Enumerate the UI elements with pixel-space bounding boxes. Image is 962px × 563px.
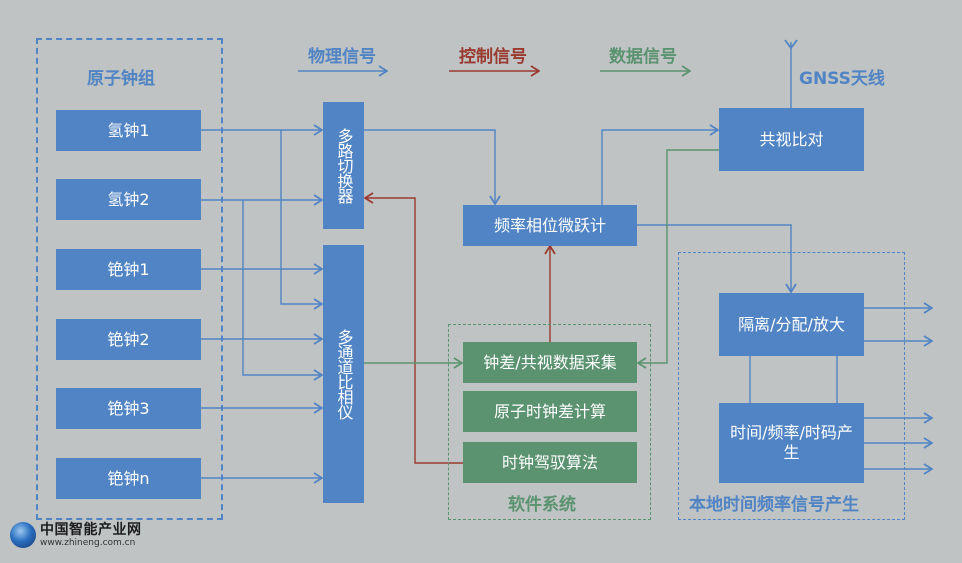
wire-commonview-acq	[638, 149, 719, 363]
phase-comparator[interactable]: 多通道比相仪	[323, 245, 364, 503]
clock-cesium-3[interactable]: 铯钟3	[56, 388, 201, 429]
clock-hydrogen-1[interactable]: 氢钟1	[56, 110, 201, 151]
wire-h1-comp	[280, 130, 322, 304]
globe-icon	[10, 522, 36, 548]
isolation-distribution-amplifier[interactable]: 隔离/分配/放大	[719, 293, 864, 356]
common-view-comparison[interactable]: 共视比对	[719, 108, 864, 171]
phase-comparator-label: 多通道比相仪	[334, 329, 354, 419]
wire-switch-stepper	[364, 129, 495, 204]
clock-group-frame	[36, 38, 223, 520]
clock-group-title: 原子钟组	[87, 69, 155, 89]
software-frame	[448, 324, 651, 520]
wire-steering-switch	[365, 198, 463, 464]
local-generation-frame	[678, 252, 905, 520]
local-generation-title: 本地时间频率信号产生	[689, 495, 859, 515]
wire-h2-comp	[242, 200, 322, 375]
antenna-label: GNSS天线	[799, 69, 885, 89]
clock-hydrogen-2[interactable]: 氢钟2	[56, 179, 201, 220]
module-clock-difference[interactable]: 原子时钟差计算	[463, 391, 637, 432]
legend-data-label: 数据信号	[609, 47, 677, 67]
wire-stepper-dist	[637, 224, 791, 292]
clock-cesium-1[interactable]: 铯钟1	[56, 249, 201, 290]
software-title: 软件系统	[508, 495, 576, 515]
legend-physical-label: 物理信号	[308, 47, 376, 67]
time-frequency-code-generator[interactable]: 时间/频率/时码产生	[719, 403, 864, 483]
watermark-url: www.zhineng.com.cn	[40, 537, 136, 548]
module-data-acquisition[interactable]: 钟差/共视数据采集	[463, 342, 637, 383]
clock-cesium-n[interactable]: 铯钟n	[56, 458, 201, 499]
module-clock-steering[interactable]: 时钟驾驭算法	[463, 442, 637, 483]
clock-cesium-2[interactable]: 铯钟2	[56, 319, 201, 360]
legend-control-label: 控制信号	[459, 47, 527, 67]
antenna-icon	[784, 39, 798, 50]
micro-phase-stepper[interactable]: 频率相位微跃计	[463, 205, 637, 246]
watermark-logo: 中国智能产业网 www.zhineng.com.cn	[10, 522, 142, 548]
watermark-title: 中国智能产业网	[40, 521, 142, 538]
multiplexer-switch-label: 多路切换器	[334, 128, 354, 203]
wire-stepper-commonview	[601, 130, 718, 205]
multiplexer-switch[interactable]: 多路切换器	[323, 102, 364, 229]
